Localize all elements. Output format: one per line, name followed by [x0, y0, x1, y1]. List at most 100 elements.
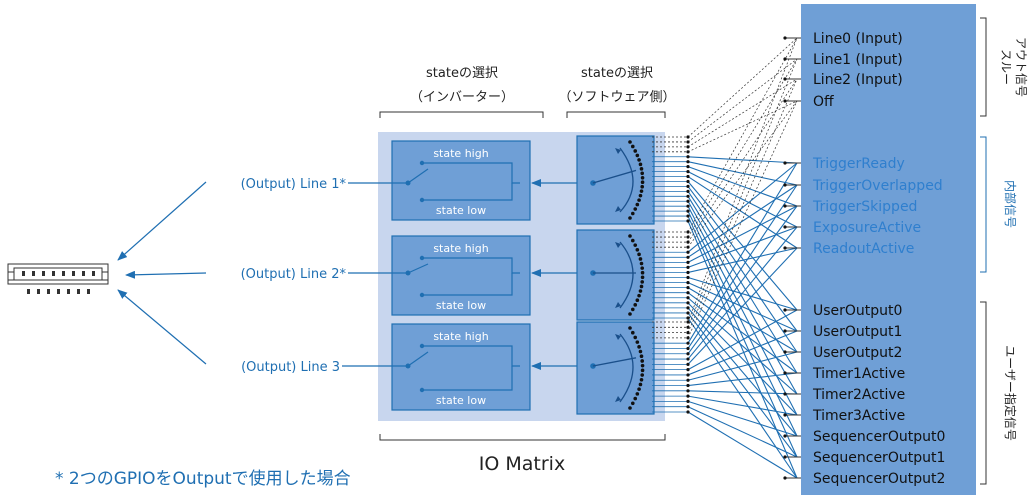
selector-input-dot: [635, 202, 640, 207]
selector-input-dot: [638, 257, 643, 261]
signal-terminal-dot: [783, 329, 787, 333]
bus-junction-dot: [686, 140, 690, 144]
bus-junction-dot: [686, 240, 690, 244]
bus-junction-dot: [686, 245, 690, 249]
connector-pin: [92, 271, 95, 276]
bus-junction-dot: [686, 260, 690, 264]
signal-label: SequencerOutput1: [813, 450, 945, 466]
output-arrow: [117, 289, 207, 365]
selector-input-dot: [640, 175, 645, 180]
signal-terminal-dot: [783, 434, 787, 438]
signal-label: UserOutput1: [813, 324, 902, 340]
inverter-header-line1: stateの選択: [426, 66, 498, 81]
matrix-wire: [687, 411, 798, 479]
bus-junction-dot: [686, 311, 690, 315]
bus-junction-dot: [686, 230, 690, 234]
state-low-label: state low: [436, 299, 486, 312]
matrix-wire: [687, 372, 798, 387]
bus-junction-dot: [686, 306, 690, 310]
matrix-wire: [687, 215, 798, 458]
matrix-wire: [687, 171, 798, 228]
selector-input-dot: [640, 266, 645, 270]
matrix-wire: [687, 287, 798, 353]
selector-input-dot: [640, 270, 645, 275]
matrix-wire: [687, 37, 798, 233]
selector-input-dot: [640, 171, 645, 176]
inverter-bracket: [379, 111, 544, 118]
signal-terminal-dot: [783, 371, 787, 375]
signal-label: ExposureActive: [813, 220, 921, 236]
signal-label: ReadoutActive: [813, 241, 914, 257]
matrix-wire: [687, 196, 798, 374]
selector-input-dot: [637, 387, 641, 391]
connector-pin: [52, 271, 55, 276]
bus-junction-dot: [686, 155, 690, 159]
bus-junction-dot: [686, 135, 690, 139]
matrix-wire: [687, 100, 798, 153]
signal-label: Line2 (Input): [813, 72, 903, 88]
selector-arc: [619, 333, 634, 403]
matrix-wire: [687, 181, 798, 311]
matrix-wire: [687, 176, 798, 249]
signal-terminal-dot: [783, 77, 787, 81]
bus-junction-dot: [686, 194, 690, 198]
matrix-wire: [687, 395, 798, 416]
selector-input-dot: [635, 392, 640, 396]
selector-input-dot: [635, 340, 640, 344]
switch-contact: [419, 292, 425, 298]
bus-junction-dot: [686, 405, 690, 409]
connector-pin: [47, 289, 50, 294]
signal-panel: [801, 4, 976, 495]
selector-input-dot: [637, 158, 641, 162]
signal-label: Timer3Active: [812, 408, 905, 424]
bus-junction-dot: [686, 214, 690, 218]
selector-input-dot: [633, 149, 638, 153]
state-low-label: state low: [436, 204, 486, 217]
bus-junction-dot: [686, 357, 690, 361]
connector-pin: [87, 289, 90, 294]
signal-label: Line0 (Input): [813, 31, 903, 47]
selector-input-dot: [637, 252, 641, 257]
bus-junction-dot: [686, 174, 690, 179]
inverter-header-line2: （インバーター）: [410, 90, 514, 105]
matrix-wire: [687, 200, 798, 395]
selector-arc-arrowhead: [615, 242, 621, 248]
bus-junction-dot: [686, 199, 690, 203]
matrix-wire: [687, 406, 798, 458]
selector-input-dot: [630, 330, 635, 335]
matrix-wire: [687, 220, 798, 479]
software-header-line2: （ソフトウェア側）: [558, 90, 675, 105]
selector-input-dot: [633, 396, 638, 401]
matrix-wire: [687, 37, 798, 323]
signal-terminal-dot: [783, 161, 787, 165]
selector-arc: [619, 147, 634, 213]
matrix-wire: [687, 37, 798, 138]
output-line-label: (Output) Line 1*: [241, 177, 347, 192]
selector-input-dot: [635, 247, 640, 252]
state-high-wire: [420, 162, 520, 184]
inverter-box: [391, 323, 531, 411]
signal-terminal-dot: [783, 57, 787, 61]
state-high-label: state high: [433, 242, 488, 255]
through-group-label-line2: アウト信号: [1014, 37, 1028, 97]
bus-junction-dot: [686, 336, 690, 340]
selector-input-dot: [639, 377, 644, 382]
selector-input-dot: [630, 144, 635, 149]
matrix-wire: [687, 186, 798, 332]
bus-junction-dot: [686, 286, 690, 290]
selector-input-dot: [635, 153, 640, 158]
selector-input-dot: [638, 193, 643, 198]
signal-terminal-dot: [783, 413, 787, 417]
selector-arc-arrowhead: [615, 206, 621, 212]
selector-input-dot: [628, 140, 632, 144]
signal-label: Off: [813, 94, 834, 110]
matrix-wire: [687, 162, 798, 344]
state-low-wire: [420, 366, 513, 391]
switch-contact: [419, 255, 425, 261]
selector-input-dot: [635, 298, 640, 303]
selector-arc-arrowhead: [615, 302, 621, 308]
matrix-wire: [687, 390, 798, 395]
selector-input-dot: [638, 289, 643, 293]
connector-pin: [37, 289, 40, 294]
